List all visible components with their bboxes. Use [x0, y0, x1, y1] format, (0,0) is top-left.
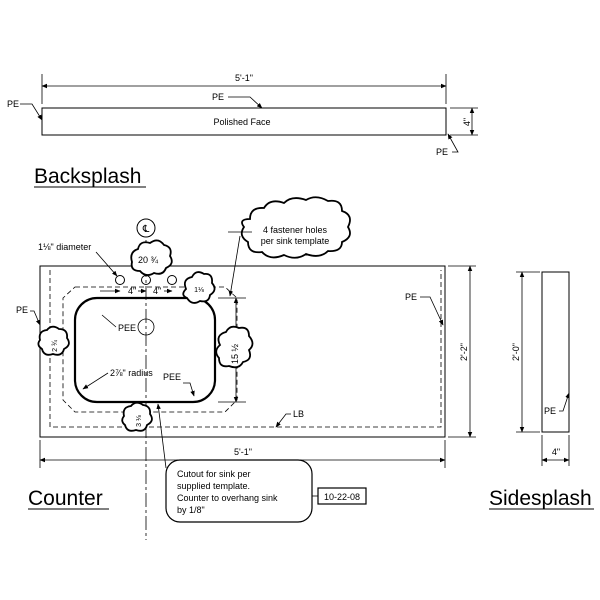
fastener-note-line-1: 4 fastener holes	[263, 225, 328, 235]
fastener-note-cloud	[240, 196, 351, 259]
counter-width-dimension: 5'-1"	[234, 447, 252, 457]
counter-pe-left: PE	[16, 305, 28, 315]
cutout-note-line-3: Counter to overhang sink	[177, 493, 278, 503]
sink-radius-note: 2⅞" radius	[110, 368, 153, 378]
hole-spacing-left: 4"	[128, 286, 136, 296]
cloud-sink-depth	[215, 325, 254, 369]
backsplash-height-dimension: 4"	[462, 118, 472, 126]
counter-slab	[39, 265, 446, 438]
backsplash-pe-left: PE	[7, 99, 19, 109]
sidesplash-height-dimension: 2'-0"	[511, 343, 521, 361]
backsplash-width-dimension: 5'-1"	[235, 73, 253, 83]
pee-label-right: PEE	[163, 372, 181, 382]
backsplash-slab	[41, 107, 447, 136]
faucet-hole-left	[115, 275, 125, 285]
backsplash-face-label: Polished Face	[213, 117, 270, 127]
revision-date: 10-22-08	[324, 492, 360, 502]
fastener-note-line-2: per sink template	[261, 236, 330, 246]
sidesplash-title: Sidesplash	[489, 487, 592, 510]
sidesplash-slab	[541, 271, 570, 433]
sidesplash-view: 2'-0" PE 4" Sidesplash	[489, 271, 594, 510]
faucet-hole-right	[167, 275, 177, 285]
cloud-offset-top	[130, 239, 173, 276]
cloud-offset-bottom-text: 3 ⅛	[136, 415, 143, 427]
revision-tag	[317, 487, 367, 505]
counter-pe-right: PE	[405, 292, 417, 302]
counter-lb-label: LB	[293, 409, 304, 419]
cloud-small-hole-text: 1⅛	[194, 287, 204, 294]
cloud-offset-left	[37, 325, 70, 356]
sidesplash-width-dimension: 4"	[552, 447, 560, 457]
backsplash-pe-bottom: PE	[436, 147, 448, 157]
cutout-note-line-1: Cutout for sink per	[177, 469, 251, 479]
cloud-sink-depth-text: 15 ½	[230, 344, 240, 365]
hole-spacing-right: 4"	[153, 286, 161, 296]
backsplash-pe-top: PE	[212, 92, 224, 102]
counter-depth-dimension: 2'-2"	[459, 343, 469, 361]
backsplash-title: Backsplash	[34, 165, 141, 188]
cloud-offset-bottom	[121, 401, 153, 432]
counter-title: Counter	[28, 487, 103, 510]
cloud-offset-left-text: 2 ¾	[52, 340, 59, 352]
backsplash-view: 5'-1" Polished Face PE PE PE 4" Backspla…	[7, 73, 478, 188]
cutout-note-box	[165, 459, 313, 523]
cloud-small-hole	[182, 271, 216, 304]
sink-cutout	[73, 296, 217, 404]
sidesplash-pe-label: PE	[544, 406, 556, 416]
cloud-offset-top-text: 20 ¾	[138, 255, 159, 265]
cutout-note-line-4: by 1/8"	[177, 505, 205, 515]
hole-diameter-note: 1⅛" diameter	[38, 242, 91, 252]
cutout-note-line-2: supplied template.	[177, 481, 250, 491]
centerline-symbol: ℄	[142, 224, 150, 235]
counter-view: ℄ 1⅛" diameter 4" 4" PEE PEE 2⅞" radius …	[16, 196, 476, 540]
pee-label-top: PEE	[118, 323, 136, 333]
